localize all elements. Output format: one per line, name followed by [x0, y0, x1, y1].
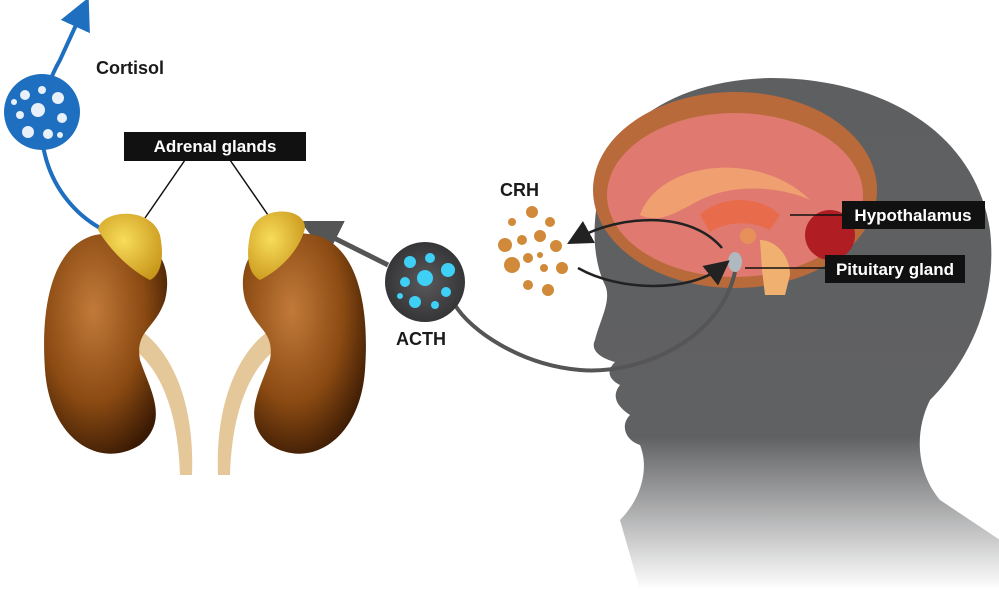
pituitary-gland-label-box [825, 255, 965, 283]
crh-to-pituitary-arrow [577, 260, 730, 288]
crh-particles [498, 206, 568, 296]
acth-molecule-icon [385, 242, 465, 322]
adrenal-glands-label-box [124, 132, 306, 161]
right-adrenal-gland [248, 211, 305, 280]
cortisol-molecule-icon [4, 74, 80, 150]
acth-release-path [453, 271, 737, 373]
crh-release-arrow [567, 218, 723, 249]
adrenal-glands-label: Adrenal glands [154, 137, 277, 156]
left-adrenal-gland [98, 213, 162, 280]
adrenal-pointer-right [229, 159, 269, 216]
hypothalamus-label-box [842, 201, 985, 229]
hypothalamus-region [740, 228, 756, 244]
cortisol-release-arrow [39, 0, 101, 230]
cortisol-label: Cortisol [96, 58, 164, 78]
left-kidney [44, 233, 193, 475]
pituitary-gland-label: Pituitary gland [836, 260, 954, 279]
right-kidney [217, 233, 366, 475]
hypothalamus-label: Hypothalamus [854, 206, 971, 225]
acth-to-adrenal-arrow [300, 221, 390, 268]
brain [593, 92, 877, 295]
acth-label: ACTH [396, 329, 446, 349]
pituitary [728, 252, 742, 272]
adrenal-pointer-left [144, 159, 186, 219]
crh-label: CRH [500, 180, 539, 200]
